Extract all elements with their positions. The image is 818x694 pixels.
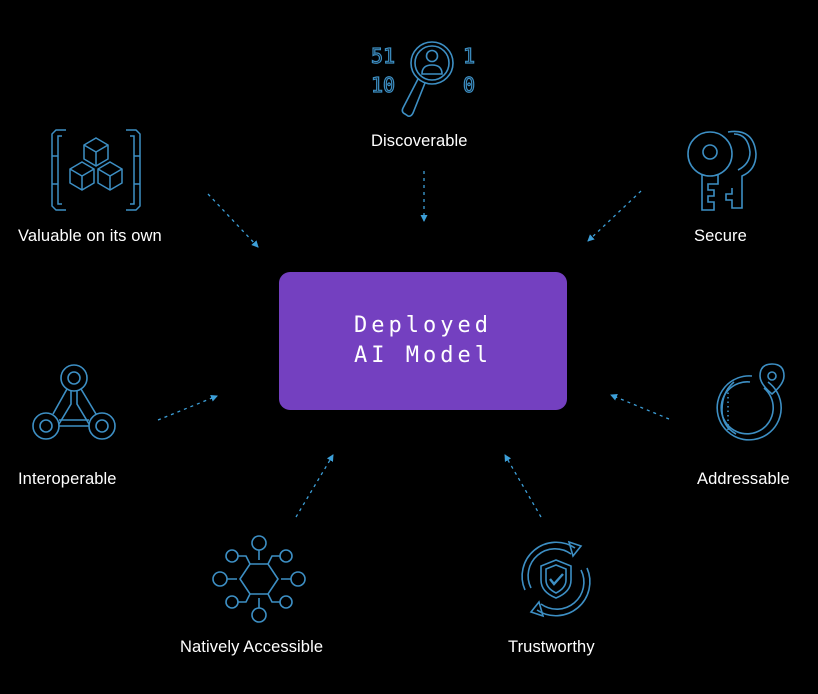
keys-icon [684,124,760,214]
center-title-line-2: AI Model [354,343,492,368]
arrow-accessible [295,454,334,518]
arrow-trustworthy [504,454,542,518]
connected-nodes-icon [28,362,120,446]
label-discoverable: Discoverable [371,132,468,150]
center-title-line-1: Deployed [354,313,492,338]
binary-digits-0: 0 [463,73,475,97]
arrow-valuable [207,193,259,248]
label-natively-accessible: Natively Accessible [180,638,324,656]
network-hub-icon [210,534,308,624]
arrow-secure [587,190,642,242]
magnifier-user-binary-icon: 51 1 10 0 [368,36,484,120]
binary-digits-51: 51 [371,44,395,68]
label-secure: Secure [694,227,747,245]
location-ring-icon [708,362,788,446]
label-addressable: Addressable [697,470,790,488]
binary-digits-1: 1 [463,44,475,68]
binary-digits-10: 10 [371,73,395,97]
label-interoperable: Interoperable [18,470,117,488]
arrow-addressable [610,394,670,420]
label-valuable-on-its-own: Valuable on its own [18,227,162,245]
cubes-in-brackets-icon [48,126,144,214]
arrow-interoperable [157,395,218,421]
label-trustworthy: Trustworthy [508,638,595,656]
deployed-ai-model-box: Deployed AI Model [279,272,567,410]
shield-check-cycle-icon [513,536,599,622]
